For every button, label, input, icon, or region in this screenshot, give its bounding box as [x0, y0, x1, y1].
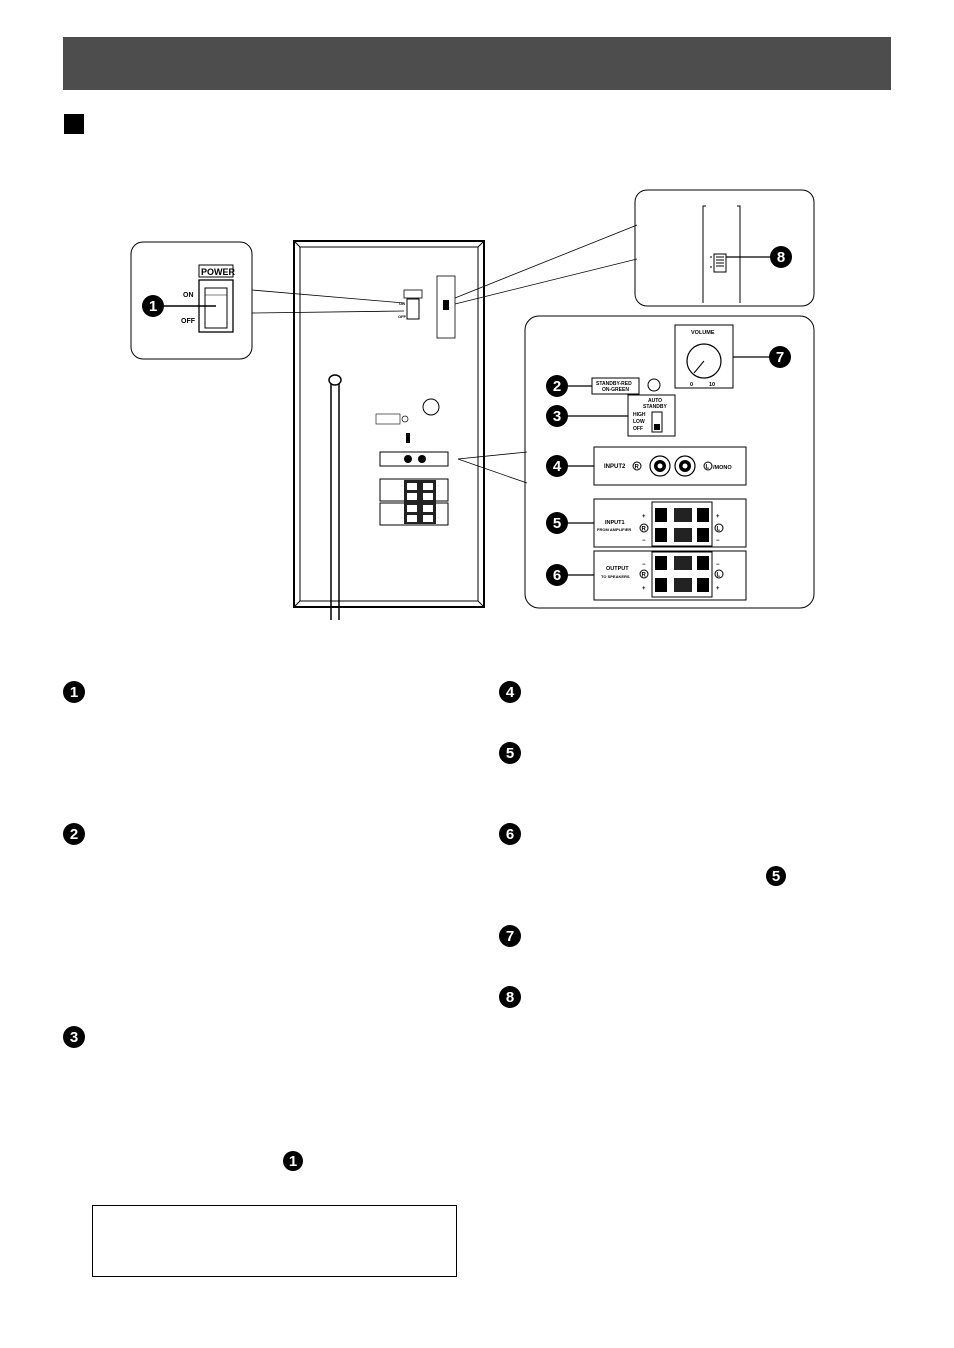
section-marker-square — [64, 114, 84, 134]
diagram-callout-3: 3 — [546, 405, 568, 427]
cabinet-rear — [293, 240, 485, 608]
section-3-ref-1: 1 — [283, 1151, 303, 1171]
volume-title: VOLUME — [691, 330, 715, 336]
svg-text:+: + — [642, 514, 646, 520]
indicator-line2: ON-GREEN — [602, 387, 629, 393]
output-r: R — [642, 573, 647, 579]
cabinet-indicator-led — [401, 415, 409, 423]
cabinet-voltage-slot — [436, 275, 456, 339]
diagram-callout-8: 8 — [770, 246, 792, 268]
cabinet-power-switch: ON OFF — [398, 289, 423, 320]
input1-r: R — [642, 527, 647, 533]
indicator-line1: STANDBY-RED — [596, 381, 632, 387]
section-1-number: 1 — [63, 681, 85, 703]
input1-sub: FROM AMPLIFIER — [597, 527, 631, 532]
header-bar — [63, 37, 891, 90]
diagram-callout-2: 2 — [546, 375, 568, 397]
diagram-callout-6: 6 — [546, 564, 568, 586]
svg-text:+: + — [716, 586, 720, 592]
power-zoom-callout: POWER ON OFF — [130, 241, 405, 360]
power-off-label: OFF — [181, 318, 196, 325]
power-cord — [328, 374, 342, 620]
auto-standby-line2: STANDBY — [643, 404, 667, 410]
diagram-callout-5: 5 — [546, 512, 568, 534]
auto-standby-line1: AUTO — [648, 398, 662, 404]
auto-standby-panel: AUTO STANDBY HIGH LOW OFF — [568, 394, 676, 437]
input2-l: L — [706, 465, 710, 471]
power-on-label: ON — [183, 292, 194, 299]
cabinet-volume-knob — [422, 398, 440, 416]
cabinet-indicator-label — [375, 413, 401, 425]
diagram-callout-1: 1 — [142, 295, 164, 317]
svg-text:+: + — [642, 586, 646, 592]
svg-text:−: − — [716, 538, 720, 544]
input2-r: R — [635, 465, 640, 471]
output-l: L — [717, 573, 721, 579]
cabinet-input2-jack-l — [418, 455, 426, 463]
section-8-number: 8 — [499, 986, 521, 1008]
svg-text:ON: ON — [399, 301, 405, 306]
svg-text:+: + — [716, 514, 720, 520]
output-label: OUTPUT — [606, 566, 629, 572]
section-2-number: 2 — [63, 823, 85, 845]
section-5-number: 5 — [499, 742, 521, 764]
svg-text:−: − — [716, 562, 720, 568]
input1-panel: INPUT1 FROM AMPLIFIER + − + − R L — [568, 498, 747, 548]
volume-max: 10 — [709, 382, 715, 388]
diagram-callout-4: 4 — [546, 455, 568, 477]
input1-label: INPUT1 — [605, 520, 625, 526]
volume-panel: VOLUME 0 10 — [674, 324, 770, 389]
output-panel: OUTPUT TO SPEAKERS − + − + R L — [568, 550, 747, 601]
svg-text:−: − — [642, 562, 646, 568]
section-4-number: 4 — [499, 681, 521, 703]
cabinet-input2-panel — [379, 451, 449, 467]
section-7-number: 7 — [499, 925, 521, 947]
standby-indicator: STANDBY-RED ON-GREEN — [568, 377, 661, 395]
input1-l: L — [717, 527, 721, 533]
cabinet-terminals — [379, 478, 449, 526]
svg-text:OFF: OFF — [398, 314, 407, 319]
auto-standby-low: LOW — [633, 419, 645, 425]
volume-min: 0 — [690, 382, 693, 388]
rear-panel-diagram: ON OFF POWER ON OFF — [130, 189, 815, 620]
auto-standby-high: HIGH — [633, 412, 646, 418]
power-title: POWER — [201, 267, 236, 277]
diagram-callout-7: 7 — [769, 346, 791, 368]
input2-label: INPUT2 — [604, 464, 626, 470]
cabinet-voltage-switch — [443, 300, 449, 310]
cabinet-auto-standby-switch — [406, 433, 410, 443]
auto-standby-off: OFF — [633, 426, 643, 432]
cabinet-input2-jack-r — [404, 455, 412, 463]
section-3-number: 3 — [63, 1026, 85, 1048]
input2-mono: /MONO — [713, 465, 732, 471]
note-box — [92, 1205, 457, 1277]
section-6-number: 6 — [499, 823, 521, 845]
svg-text:−: − — [642, 538, 646, 544]
section-6-ref-5: 5 — [766, 866, 786, 886]
output-sub: TO SPEAKERS — [601, 574, 630, 579]
input2-panel: INPUT2 R L /MONO — [568, 446, 747, 486]
voltage-zoom-callout — [454, 189, 815, 307]
